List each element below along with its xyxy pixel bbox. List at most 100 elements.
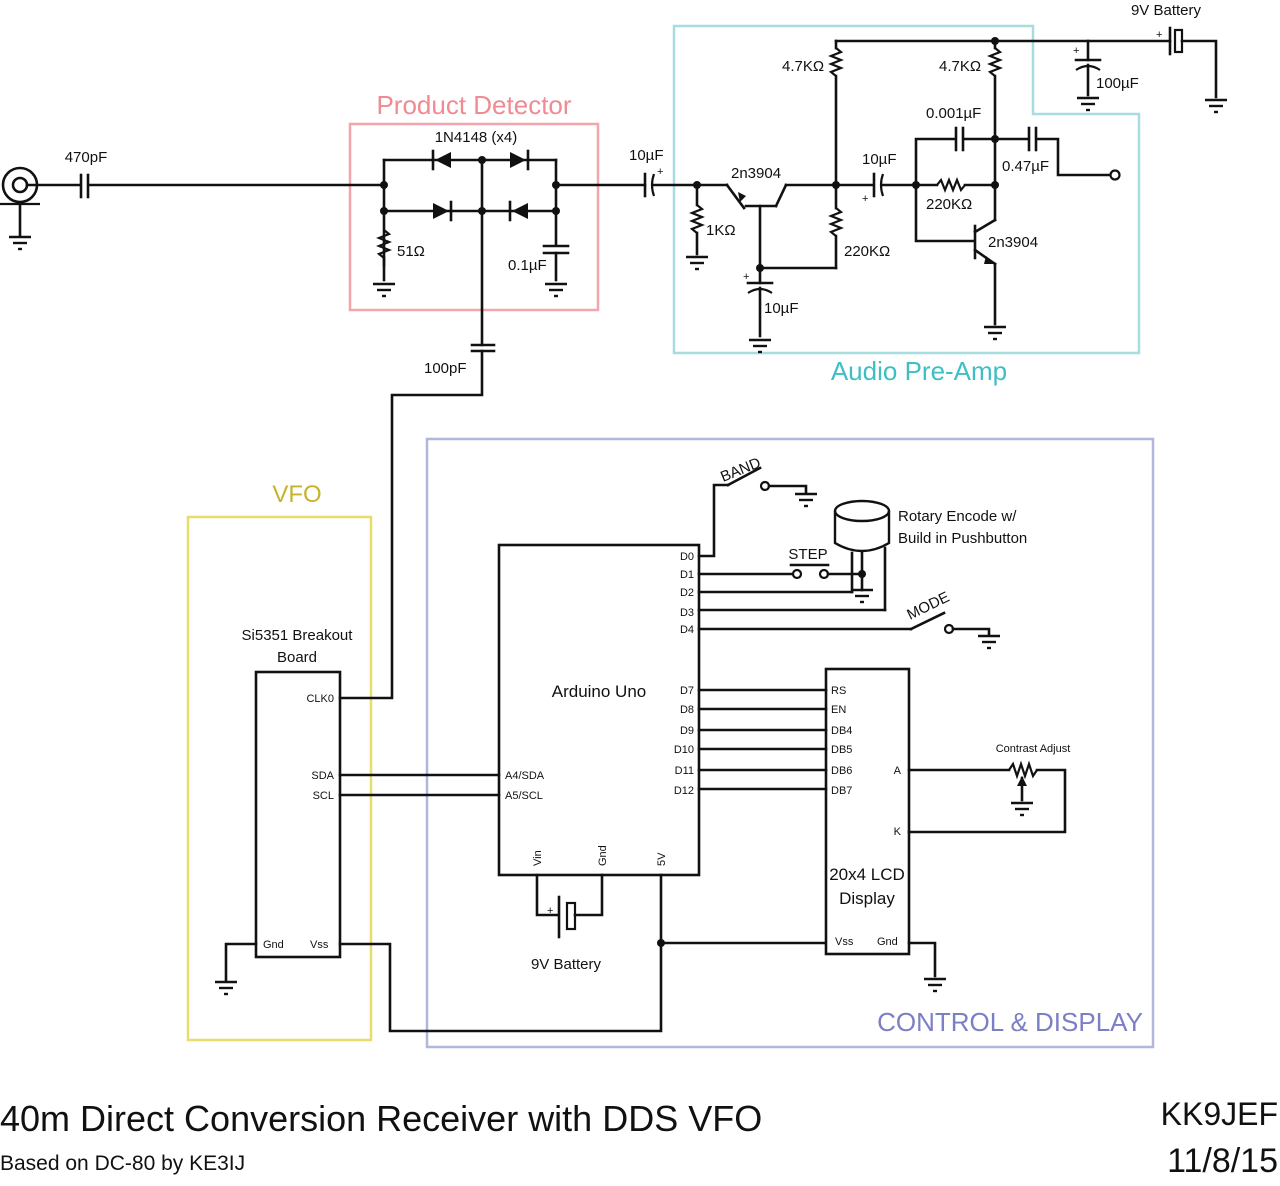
pin-arduino-gnd: Gnd — [597, 845, 609, 866]
mode-switch[interactable] — [909, 611, 946, 631]
contrast-potentiometer-icon[interactable] — [1008, 760, 1038, 817]
label-band: BAND — [718, 454, 763, 485]
control-display-box — [425, 437, 1155, 1049]
audio-preamp-box — [672, 24, 1141, 355]
resistor-1k-icon — [684, 183, 710, 271]
pin-db6: DB6 — [831, 765, 852, 777]
label-4-7k-1: 4.7KΩ — [782, 58, 824, 75]
label-q2: 2n3904 — [988, 234, 1038, 251]
lcd-title-2: Display — [839, 889, 895, 908]
arduino-uno-board — [497, 543, 701, 877]
pin-a: A — [894, 765, 902, 777]
label-4-7k-2: 4.7KΩ — [939, 58, 981, 75]
label-1k: 1KΩ — [706, 222, 736, 239]
pin-vss: Vss — [310, 939, 329, 951]
lcd-title-1: 20x4 LCD — [829, 865, 905, 884]
pin-a4-sda: A4/SDA — [505, 770, 545, 782]
label-step: STEP — [788, 546, 827, 563]
audio-preamp-label: Audio Pre-Amp — [831, 356, 1007, 386]
pin-sda: SDA — [311, 770, 334, 782]
resistor-4-7k-1-icon — [828, 47, 844, 77]
label-470pf: 470pF — [65, 149, 108, 166]
band-switch[interactable] — [726, 466, 762, 487]
audio-output-terminal — [1109, 169, 1121, 181]
plus-sign: + — [743, 271, 749, 283]
label-220k-bias: 220KΩ — [844, 243, 890, 260]
transistor-q2-icon — [973, 183, 1008, 341]
vfo-box — [186, 515, 373, 1042]
vfo-board-title-2: Board — [277, 649, 317, 666]
label-100uf: 100µF — [1096, 75, 1139, 92]
rotary-encoder-icon[interactable] — [833, 499, 891, 612]
diagram-title: 40m Direct Conversion Receiver with DDS … — [0, 1098, 763, 1139]
pin-db5: DB5 — [831, 744, 852, 756]
vfo-board-title-1: Si5351 Breakout — [242, 627, 354, 644]
arduino-title: Arduino Uno — [552, 682, 647, 701]
pin-db7: DB7 — [831, 785, 852, 797]
label-mode: MODE — [904, 589, 952, 624]
label-10uf-base: 10µF — [764, 300, 799, 317]
product-detector-label: Product Detector — [376, 90, 571, 120]
transistor-q1-icon — [725, 183, 788, 270]
lcd-display-module — [824, 667, 911, 956]
capacitor-10uf-base-icon — [746, 266, 774, 354]
capacitor-0-1uf-icon — [542, 244, 570, 298]
label-220k-feedback: 220KΩ — [926, 196, 972, 213]
pin-k: K — [894, 826, 902, 838]
pin-5v: 5V — [656, 852, 668, 866]
label-encoder-1: Rotary Encode w/ — [898, 508, 1017, 525]
pin-gnd: Gnd — [263, 939, 284, 951]
label-51ohm: 51Ω — [397, 243, 425, 260]
pin-d3: D3 — [680, 607, 694, 619]
label-100pf: 100pF — [424, 360, 467, 377]
pin-vin: Vin — [532, 850, 544, 866]
pin-clk0: CLK0 — [306, 693, 334, 705]
pin-d9: D9 — [680, 725, 694, 737]
pin-d4: D4 — [680, 624, 694, 636]
diagram-subtitle: Based on DC-80 by KE3IJ — [0, 1152, 246, 1175]
label-10uf-coupling: 10µF — [862, 151, 897, 168]
label-0-1uf: 0.1µF — [508, 257, 547, 274]
label-encoder-2: Build in Pushbutton — [898, 530, 1027, 547]
pin-lcd-gnd: Gnd — [877, 936, 898, 948]
label-0-001uf: 0.001µF — [926, 105, 981, 122]
product-detector-box — [348, 122, 600, 312]
plus-sign: + — [862, 193, 868, 205]
resistor-220k-bias-icon — [828, 183, 844, 270]
capacitor-470pf-icon — [79, 173, 90, 199]
pin-d1: D1 — [680, 569, 694, 581]
pin-scl: SCL — [313, 790, 334, 802]
pin-d7: D7 — [680, 685, 694, 697]
resistor-220k-feedback-icon — [936, 177, 966, 193]
pin-a5-scl: A5/SCL — [505, 790, 543, 802]
battery-bottom-icon — [535, 873, 604, 939]
label-battery-bottom: 9V Battery — [531, 956, 602, 973]
pin-d8: D8 — [680, 704, 694, 716]
resistor-51-icon — [371, 229, 397, 298]
label-battery-top: 9V Battery — [1131, 2, 1202, 19]
pin-d0: D0 — [680, 551, 694, 563]
capacitor-0-47uf-icon — [1027, 126, 1038, 152]
control-display-label: CONTROL & DISPLAY — [877, 1007, 1143, 1037]
label-0-47uf: 0.47µF — [1002, 158, 1049, 175]
label-diodes: 1N4148 (x4) — [435, 129, 518, 146]
pin-en: EN — [831, 704, 846, 716]
capacitor-100uf-icon — [1074, 39, 1102, 112]
pin-d2: D2 — [680, 587, 694, 599]
plus-sign: + — [547, 905, 553, 917]
pin-d10: D10 — [674, 744, 694, 756]
pin-rs: RS — [831, 685, 846, 697]
plus-sign: + — [657, 166, 663, 178]
antenna-connector-icon — [0, 166, 40, 251]
label-q1: 2n3904 — [731, 165, 781, 182]
capacitor-0-001uf-icon — [954, 126, 965, 152]
battery-top-icon — [1168, 26, 1229, 114]
si5351-board — [254, 670, 342, 959]
label-contrast-adjust: Contrast Adjust — [996, 743, 1071, 755]
plus-sign: + — [1073, 45, 1079, 57]
diode-ring-icon — [380, 149, 560, 347]
pin-d12: D12 — [674, 785, 694, 797]
pin-d11: D11 — [675, 765, 694, 777]
pin-db4: DB4 — [831, 725, 852, 737]
resistor-4-7k-2-icon — [987, 39, 1003, 187]
